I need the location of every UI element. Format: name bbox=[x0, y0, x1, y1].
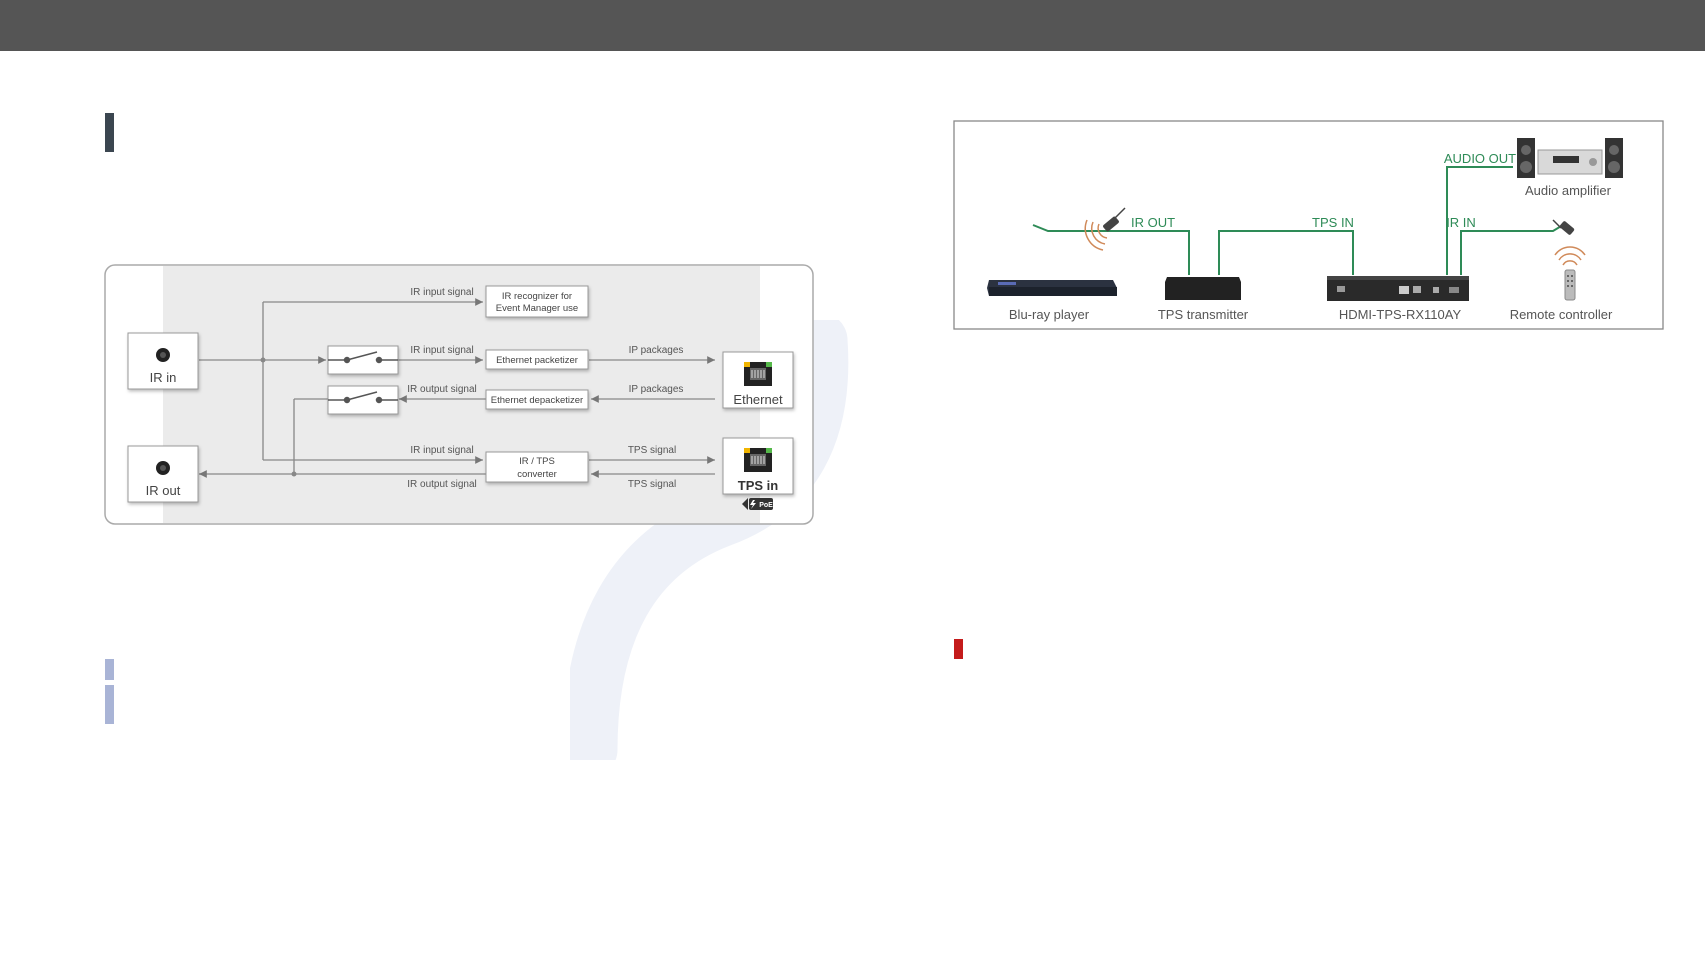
label-ir-output-2: IR output signal bbox=[407, 479, 477, 490]
warning-marker bbox=[954, 639, 963, 659]
ethernet-packetizer-label: Ethernet packetizer bbox=[496, 355, 578, 366]
label-tps-signal-2: TPS signal bbox=[628, 479, 676, 490]
audio-out-link-label: AUDIO OUT bbox=[1444, 151, 1516, 166]
rj45-tps-icon bbox=[744, 448, 772, 472]
ir-out-link-label: IR OUT bbox=[1131, 215, 1175, 230]
poe-label: PoE bbox=[759, 502, 773, 509]
remote-controller-icon bbox=[1554, 246, 1586, 301]
ir-in-label: IR in bbox=[150, 370, 177, 385]
bluray-player-label: Blu-ray player bbox=[1009, 307, 1090, 322]
ir-tps-label-1: IR / TPS bbox=[519, 456, 555, 467]
label-ip-packages-2: IP packages bbox=[629, 384, 684, 395]
rj45-ethernet-icon bbox=[744, 362, 772, 386]
label-tps-signal-1: TPS signal bbox=[628, 445, 676, 456]
tps-in-link-label: TPS IN bbox=[1312, 215, 1354, 230]
receiver-device-icon bbox=[1327, 276, 1469, 301]
note-marker-1 bbox=[105, 659, 114, 680]
label-ir-input-1: IR input signal bbox=[410, 287, 473, 298]
ethernet-packetizer-block bbox=[485, 349, 589, 370]
switch-icon-2 bbox=[328, 391, 398, 404]
remote-controller-label: Remote controller bbox=[1510, 307, 1613, 322]
ir-recognizer-label-2: Event Manager use bbox=[496, 303, 578, 314]
ir-recognizer-block bbox=[485, 285, 589, 318]
section-marker bbox=[105, 113, 114, 152]
tps-transmitter-label: TPS transmitter bbox=[1158, 307, 1249, 322]
switch-icon-1 bbox=[328, 351, 398, 364]
ir-sensor-icon bbox=[1552, 219, 1575, 235]
label-ir-input-3: IR input signal bbox=[410, 445, 473, 456]
label-ip-packages-1: IP packages bbox=[629, 345, 684, 356]
ir-block-diagram: IR input signal IR input signal IR outpu… bbox=[104, 264, 814, 525]
audio-amplifier-label: Audio amplifier bbox=[1525, 183, 1612, 198]
ethernet-depacketizer-label: Ethernet depacketizer bbox=[491, 395, 583, 406]
ir-in-link-label: IR IN bbox=[1446, 215, 1476, 230]
label-ir-input-2: IR input signal bbox=[410, 345, 473, 356]
ir-emitter-icon bbox=[1084, 207, 1126, 251]
audio-amplifier-icon bbox=[1517, 138, 1623, 178]
ir-out-label: IR out bbox=[146, 483, 181, 498]
tps-in-label: TPS in bbox=[738, 478, 779, 493]
poe-badge-icon bbox=[742, 498, 773, 510]
ir-recognizer-label-1: IR recognizer for bbox=[502, 291, 572, 302]
ir-tps-label-2: converter bbox=[517, 469, 557, 480]
note-marker-2 bbox=[105, 685, 114, 724]
bluray-player-icon bbox=[987, 280, 1117, 296]
tps-transmitter-icon bbox=[1165, 277, 1241, 300]
label-ir-output-1: IR output signal bbox=[407, 384, 477, 395]
ir-tps-converter-block bbox=[485, 451, 589, 483]
top-bar bbox=[0, 0, 1705, 51]
ethernet-label: Ethernet bbox=[733, 392, 783, 407]
receiver-label: HDMI-TPS-RX110AY bbox=[1339, 307, 1462, 322]
ethernet-depacketizer-block bbox=[485, 389, 589, 410]
connection-diagram: IR OUT TPS IN AUDIO OUT IR IN Blu-ray pl… bbox=[953, 120, 1664, 330]
